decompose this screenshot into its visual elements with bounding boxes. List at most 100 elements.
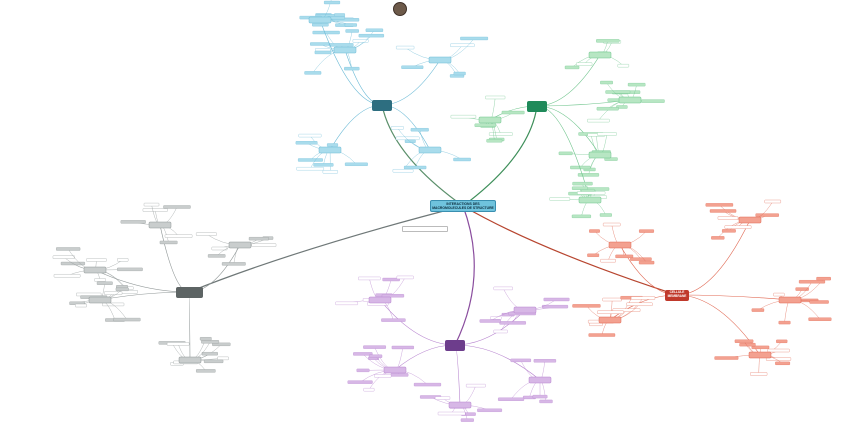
leaf-node[interactable] — [810, 300, 829, 303]
leaf-node[interactable] — [396, 137, 419, 140]
leaf-node[interactable] — [775, 362, 790, 365]
leaf-node[interactable] — [589, 230, 599, 233]
leaf-node[interactable] — [113, 318, 140, 321]
leaf-node[interactable] — [572, 187, 588, 190]
leaf-node[interactable] — [639, 230, 654, 233]
leaf-node[interactable] — [597, 107, 619, 110]
leaf-node[interactable] — [600, 214, 612, 217]
leaf-node[interactable] — [208, 254, 225, 257]
leaf-node[interactable] — [53, 256, 75, 259]
leaf-node[interactable] — [391, 126, 403, 129]
leaf-node[interactable] — [305, 71, 322, 74]
leaf-node[interactable] — [576, 63, 592, 66]
leaf-node[interactable] — [485, 96, 505, 99]
subtopic-node[interactable] — [89, 297, 111, 303]
leaf-node[interactable] — [298, 158, 323, 161]
leaf-node[interactable] — [121, 220, 146, 223]
branch-node-purple[interactable] — [445, 340, 465, 351]
leaf-node[interactable] — [776, 340, 787, 343]
leaf-node[interactable] — [451, 115, 476, 118]
leaf-node[interactable] — [56, 247, 80, 250]
subtopic-node[interactable] — [84, 267, 106, 273]
leaf-node[interactable] — [628, 83, 645, 86]
leaf-node[interactable] — [498, 398, 524, 401]
leaf-node[interactable] — [768, 349, 790, 352]
branch-node-cyan[interactable] — [372, 100, 392, 111]
leaf-node[interactable] — [559, 152, 572, 155]
leaf-node[interactable] — [779, 321, 791, 324]
leaf-node[interactable] — [639, 261, 654, 264]
subtopic-node[interactable] — [749, 352, 771, 358]
leaf-node[interactable] — [600, 81, 612, 84]
leaf-node[interactable] — [534, 359, 556, 362]
leaf-node[interactable] — [740, 343, 756, 346]
leaf-node[interactable] — [597, 132, 616, 135]
leaf-node[interactable] — [542, 305, 568, 308]
leaf-node[interactable] — [310, 42, 329, 45]
leaf-node[interactable] — [364, 388, 375, 391]
leaf-node[interactable] — [95, 278, 106, 281]
leaf-node[interactable] — [577, 191, 605, 194]
leaf-node[interactable] — [359, 34, 384, 37]
leaf-node[interactable] — [641, 100, 664, 103]
leaf-node[interactable] — [589, 334, 615, 337]
leaf-node[interactable] — [487, 139, 502, 142]
subtopic-node[interactable] — [779, 297, 801, 303]
leaf-node[interactable] — [491, 316, 502, 319]
subtopic-node[interactable] — [599, 317, 621, 323]
leaf-node[interactable] — [249, 237, 269, 240]
leaf-node[interactable] — [450, 44, 474, 47]
leaf-node[interactable] — [202, 352, 218, 355]
central-topic[interactable]: INTERACTIONS DES MACROMOLECULES DE STRUC… — [430, 200, 496, 212]
leaf-node[interactable] — [345, 163, 368, 166]
subtopic-node[interactable] — [334, 47, 356, 53]
leaf-node[interactable] — [401, 66, 423, 69]
leaf-node[interactable] — [500, 321, 526, 324]
leaf-node[interactable] — [196, 233, 216, 236]
leaf-node[interactable] — [596, 39, 619, 42]
leaf-node[interactable] — [391, 373, 408, 376]
leaf-node[interactable] — [363, 346, 385, 349]
leaf-node[interactable] — [200, 337, 211, 340]
leaf-node[interactable] — [217, 357, 228, 360]
subtopic-node[interactable] — [619, 97, 641, 103]
leaf-node[interactable] — [315, 51, 331, 54]
leaf-node[interactable] — [722, 229, 735, 232]
leaf-node[interactable] — [357, 369, 370, 372]
leaf-node[interactable] — [397, 276, 414, 279]
leaf-node[interactable] — [117, 258, 128, 261]
leaf-node[interactable] — [222, 262, 245, 265]
leaf-node[interactable] — [799, 280, 825, 283]
subtopic-node[interactable] — [449, 402, 471, 408]
leaf-node[interactable] — [144, 203, 159, 206]
leaf-node[interactable] — [167, 342, 189, 345]
leaf-node[interactable] — [603, 223, 620, 226]
leaf-node[interactable] — [475, 124, 496, 127]
subtopic-node[interactable] — [739, 217, 761, 223]
leaf-node[interactable] — [369, 355, 382, 358]
leaf-node[interactable] — [606, 91, 630, 94]
leaf-node[interactable] — [706, 203, 733, 206]
leaf-node[interactable] — [765, 200, 781, 203]
leaf-node[interactable] — [314, 163, 334, 166]
leaf-node[interactable] — [735, 340, 753, 343]
leaf-node[interactable] — [346, 29, 359, 32]
leaf-node[interactable] — [502, 111, 524, 114]
leaf-node[interactable] — [345, 24, 357, 27]
leaf-node[interactable] — [461, 419, 474, 422]
leaf-node[interactable] — [756, 214, 779, 217]
leaf-node[interactable] — [435, 397, 450, 400]
branch-node-grey[interactable] — [176, 287, 203, 298]
subtopic-node[interactable] — [319, 147, 341, 153]
leaf-node[interactable] — [336, 302, 358, 305]
leaf-node[interactable] — [404, 166, 426, 169]
leaf-node[interactable] — [358, 277, 380, 280]
leaf-node[interactable] — [163, 205, 190, 208]
leaf-node[interactable] — [627, 303, 653, 306]
subtopic-node[interactable] — [384, 367, 406, 373]
leaf-node[interactable] — [312, 23, 328, 26]
subtopic-node[interactable] — [179, 357, 201, 363]
leaf-node[interactable] — [296, 141, 317, 144]
branch-node-green[interactable] — [527, 101, 547, 112]
subtopic-node[interactable] — [589, 52, 611, 58]
